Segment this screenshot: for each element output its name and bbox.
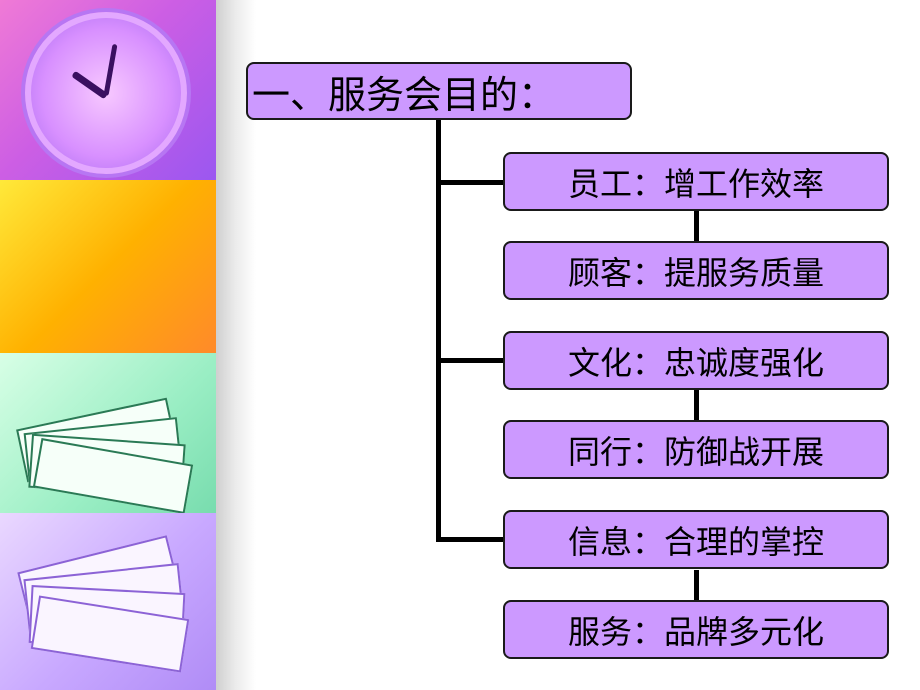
branch-connector-2 (436, 358, 504, 363)
diagram-title: 一、服务会目的： (246, 62, 632, 120)
goal-box-information: 信息：合理的掌控 (503, 510, 889, 569)
clock-minute-hand (103, 43, 118, 96)
pair-connector-2 (694, 390, 699, 420)
violet-paper-stack-photo (0, 513, 216, 690)
branch-connector-3 (436, 537, 504, 542)
goal-box-culture: 文化：忠诚度强化 (503, 331, 889, 390)
clock-hour-hand (71, 70, 109, 100)
goal-box-customer: 顾客：提服务质量 (503, 241, 889, 300)
clock-icon (25, 12, 187, 174)
pair-connector-3 (694, 570, 699, 600)
branch-connector-1 (436, 180, 504, 185)
goal-box-staff: 员工：增工作效率 (503, 152, 889, 211)
goal-box-service: 服务：品牌多元化 (503, 600, 889, 659)
decorative-photo-strip: 12 1 2 3 4 5 6 7 8 9 10 11 (0, 0, 216, 690)
green-paper-stack-photo (0, 353, 216, 513)
orange-clock-photo: 12 1 2 3 4 5 6 7 8 9 10 11 (0, 180, 216, 353)
pair-connector-1 (694, 211, 699, 241)
goal-box-competitor: 同行：防御战开展 (503, 420, 889, 479)
purple-clock-photo (0, 0, 216, 180)
trunk-connector (436, 120, 441, 540)
